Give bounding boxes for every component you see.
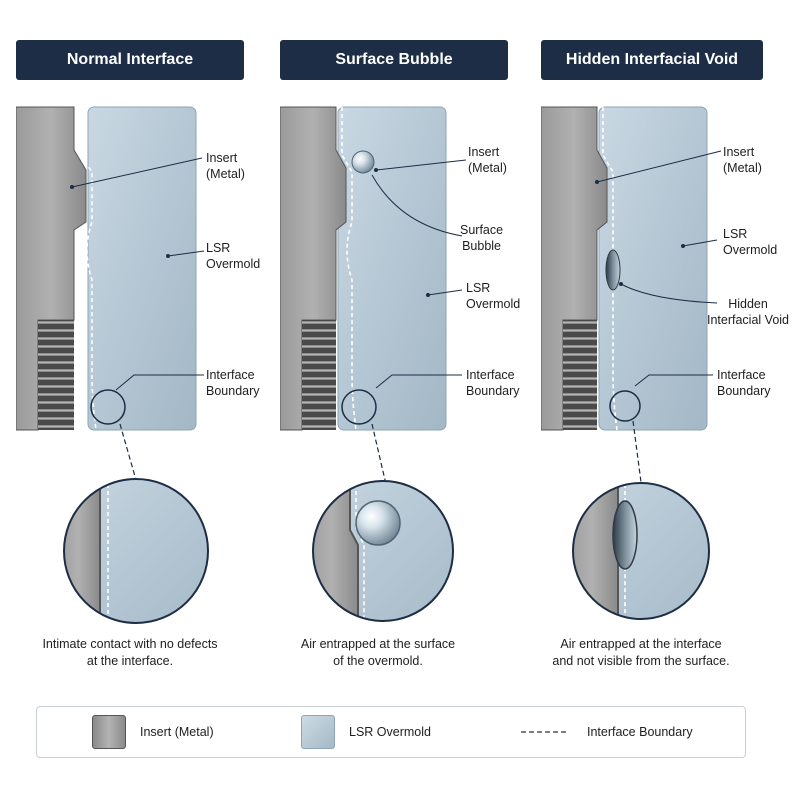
bubble-leader xyxy=(371,174,463,237)
boundary-leader xyxy=(115,374,204,391)
label-insert: Insert(Metal) xyxy=(468,145,507,175)
legend: Insert (Metal) LSR Overmold Interface Bo… xyxy=(36,706,746,758)
magnify-ring xyxy=(341,389,377,425)
legend-item-lsr: LSR Overmold xyxy=(301,707,431,757)
thread-region xyxy=(302,320,336,430)
interfacial-void xyxy=(605,249,621,291)
metal-insert-region xyxy=(280,106,347,431)
legend-item-boundary: Interface Boundary xyxy=(521,707,693,757)
panel-hidden-interfacial-void: Hidden Interfacial Void Insert(Metal) LS… xyxy=(541,0,791,680)
thread-region xyxy=(38,320,74,430)
dashed-line-swatch xyxy=(521,731,569,733)
lsr-swatch xyxy=(301,715,335,749)
thread-region xyxy=(563,320,597,430)
zoom-circle xyxy=(312,480,454,622)
interface-boundary-line xyxy=(341,107,357,431)
metal-insert-region xyxy=(541,106,608,431)
lsr-overmold-region xyxy=(337,106,447,431)
interface-boundary-line xyxy=(79,107,97,431)
label-insert: Insert(Metal) xyxy=(206,151,245,181)
panel-title: Normal Interface xyxy=(16,40,244,80)
boundary-leader xyxy=(634,374,713,387)
legend-label: Insert (Metal) xyxy=(140,725,214,739)
metal-swatch xyxy=(92,715,126,749)
legend-label: Interface Boundary xyxy=(587,725,693,739)
lsr-leader xyxy=(167,250,205,257)
legend-item-insert: Insert (Metal) xyxy=(92,707,214,757)
lsr-leader xyxy=(682,239,718,247)
panel-title: Surface Bubble xyxy=(280,40,508,80)
lsr-overmold-region xyxy=(598,106,708,431)
insert-leader xyxy=(375,159,467,171)
insert-leader xyxy=(596,150,722,183)
zoom-circle xyxy=(572,482,710,620)
magnify-connector xyxy=(632,420,642,483)
interface-boundary-line xyxy=(602,107,618,431)
panel-illustration xyxy=(16,106,209,624)
magnify-connector xyxy=(371,423,386,481)
void-leader xyxy=(620,283,718,304)
legend-label: LSR Overmold xyxy=(349,725,431,739)
metal-insert-region xyxy=(16,106,87,431)
panel-illustration xyxy=(280,106,467,622)
magnify-ring xyxy=(609,390,641,422)
insert-leader xyxy=(71,157,203,188)
zoom-circle xyxy=(63,478,209,624)
surface-bubble xyxy=(351,150,375,174)
lsr-leader xyxy=(427,289,463,296)
boundary-leader xyxy=(375,374,462,389)
lsr-overmold-region xyxy=(87,106,197,431)
panel-title: Hidden Interfacial Void xyxy=(541,40,763,80)
panel-illustration xyxy=(541,106,722,620)
magnify-connector xyxy=(119,423,137,481)
label-insert: Insert(Metal) xyxy=(723,145,762,175)
magnify-ring xyxy=(90,389,126,425)
